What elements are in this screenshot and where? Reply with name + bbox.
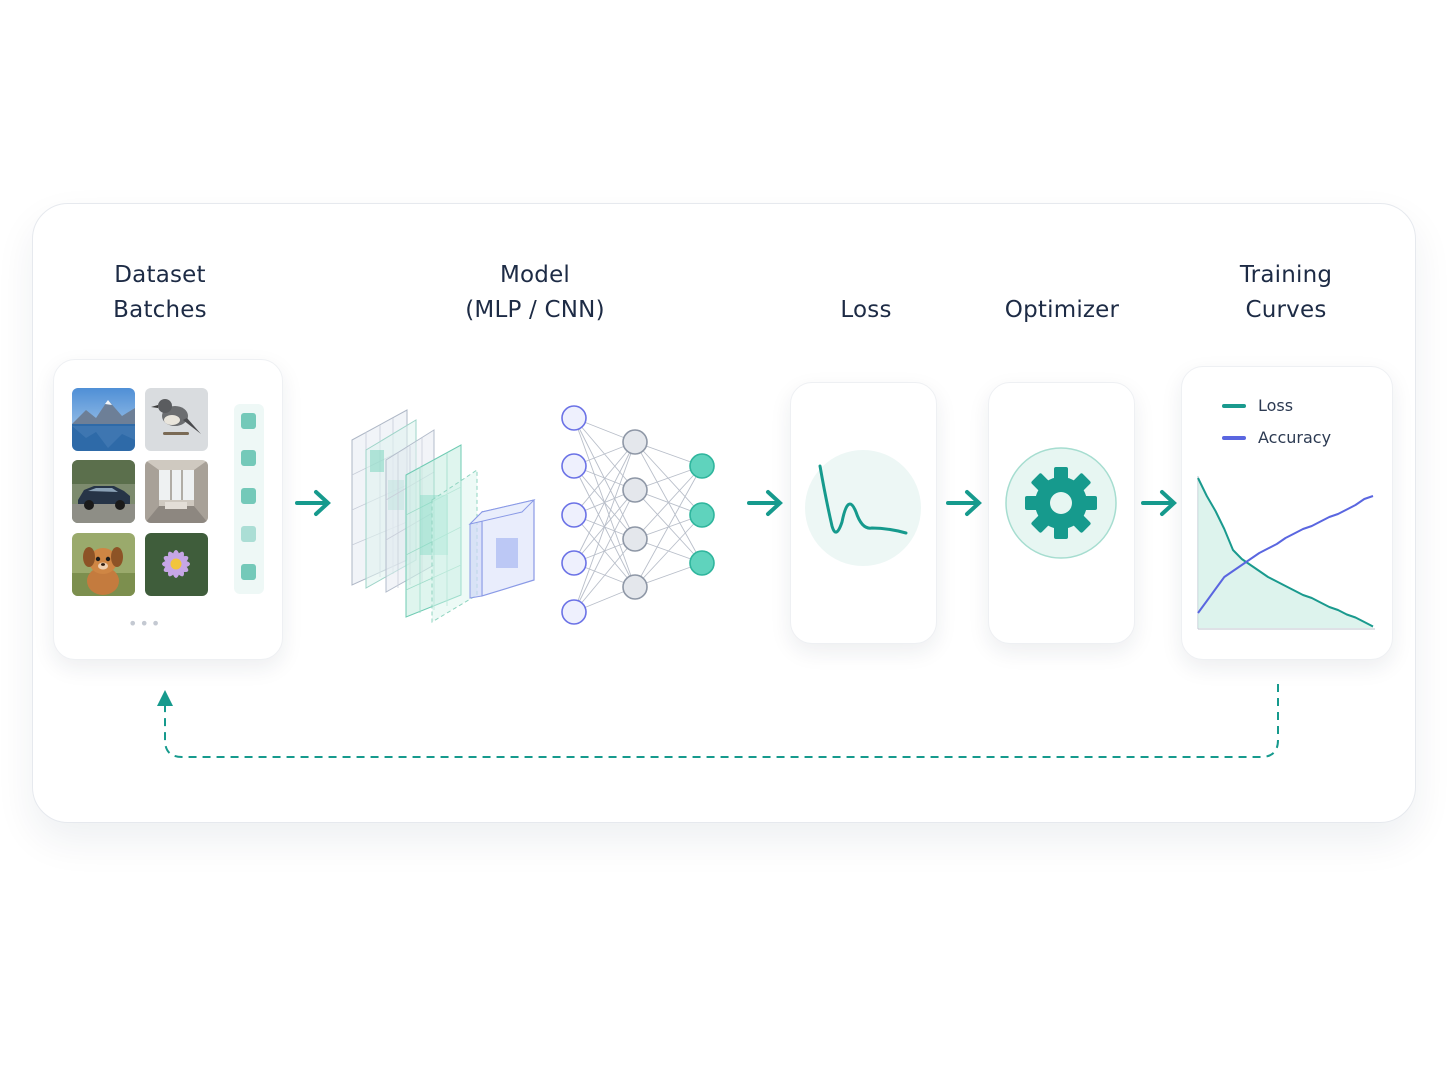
input-neuron xyxy=(561,502,587,528)
hidden-neuron xyxy=(622,429,648,455)
arrow-model-to-loss xyxy=(747,490,783,516)
input-neuron xyxy=(561,550,587,576)
accuracy-line xyxy=(1197,495,1374,614)
mlp-edge xyxy=(634,514,703,588)
mlp-edge xyxy=(573,489,636,613)
hidden-neuron xyxy=(622,526,648,552)
hidden-neuron xyxy=(622,574,648,600)
bird-icon xyxy=(145,388,208,451)
mlp-edge xyxy=(573,441,636,613)
mlp-edge xyxy=(634,441,703,516)
gear-icon xyxy=(1005,447,1117,559)
feedback-loop-arrow xyxy=(157,684,1279,758)
more-batches-indicator: ••• xyxy=(128,614,163,633)
mlp-edge xyxy=(573,441,636,564)
optimizer-title: Optimizer xyxy=(1004,297,1120,323)
arrow-loss-to-optimizer xyxy=(946,490,982,516)
room-interior-icon xyxy=(145,460,208,523)
legend-loss-label: Loss xyxy=(1258,396,1294,415)
hidden-neuron xyxy=(622,477,648,503)
input-neuron xyxy=(561,405,587,431)
legend-accuracy: Accuracy xyxy=(1222,428,1331,447)
loss-title: Loss xyxy=(840,297,892,323)
batch-cell xyxy=(241,450,256,466)
mlp-edge xyxy=(634,465,703,588)
mlp-nodes xyxy=(561,405,715,625)
mlp-edge xyxy=(634,465,703,540)
car-icon xyxy=(72,460,135,523)
arrow-optimizer-to-curves xyxy=(1141,490,1177,516)
puppy-icon xyxy=(72,533,135,596)
input-neuron xyxy=(561,453,587,479)
model-title: Model(MLP / CNN) xyxy=(465,262,605,323)
batch-strip xyxy=(234,404,264,594)
accuracy-swatch xyxy=(1222,435,1246,440)
output-neuron xyxy=(689,550,715,576)
batch-cell xyxy=(241,488,256,504)
loss-area xyxy=(1198,478,1373,628)
legend-accuracy-label: Accuracy xyxy=(1258,428,1332,447)
input-neuron xyxy=(561,599,587,625)
output-neuron xyxy=(689,502,715,528)
loss-swatch xyxy=(1222,403,1246,408)
output-neuron xyxy=(689,453,715,479)
loss-curve-icon xyxy=(805,450,921,566)
mlp-edge xyxy=(573,441,636,516)
mountain-lake-icon xyxy=(72,388,135,451)
batch-cell xyxy=(241,413,256,429)
batch-cell xyxy=(241,526,256,542)
flower-icon xyxy=(145,533,208,596)
batch-cell xyxy=(241,564,256,580)
cnn-feature-maps xyxy=(351,409,536,623)
loss-line xyxy=(1197,477,1374,628)
mlp-edge xyxy=(573,538,636,613)
arrow-dataset-to-model xyxy=(295,490,331,516)
legend-loss: Loss xyxy=(1222,396,1293,415)
training-curves-chart xyxy=(1197,476,1375,630)
